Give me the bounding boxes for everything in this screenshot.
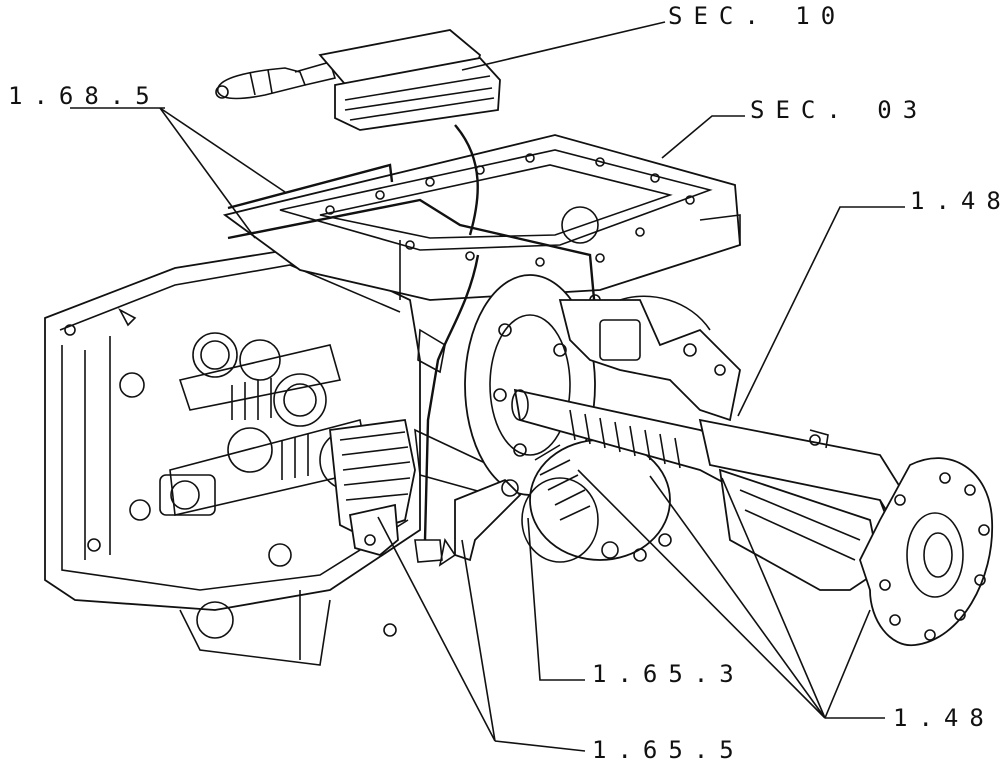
label-1-48-top: 1.48 [910, 187, 1000, 215]
label-sec-03: SEC. 03 [750, 96, 928, 124]
half-shaft [511, 388, 906, 591]
differential-assembly [438, 274, 741, 567]
label-1-68-5: 1.68.5 [8, 82, 161, 110]
top-housing-frame [222, 134, 741, 301]
label-1-48-bottom: 1.48 [893, 704, 995, 732]
gearbox-housing [44, 247, 421, 666]
gear-lever [215, 29, 501, 563]
gear-train [159, 332, 512, 556]
leader-lines [70, 21, 905, 752]
label-1-65-5: 1.65.5 [592, 736, 745, 764]
label-sec-10: SEC. 10 [668, 2, 846, 30]
label-1-65-3: 1.65.3 [592, 660, 745, 688]
axle-flange [859, 457, 993, 646]
